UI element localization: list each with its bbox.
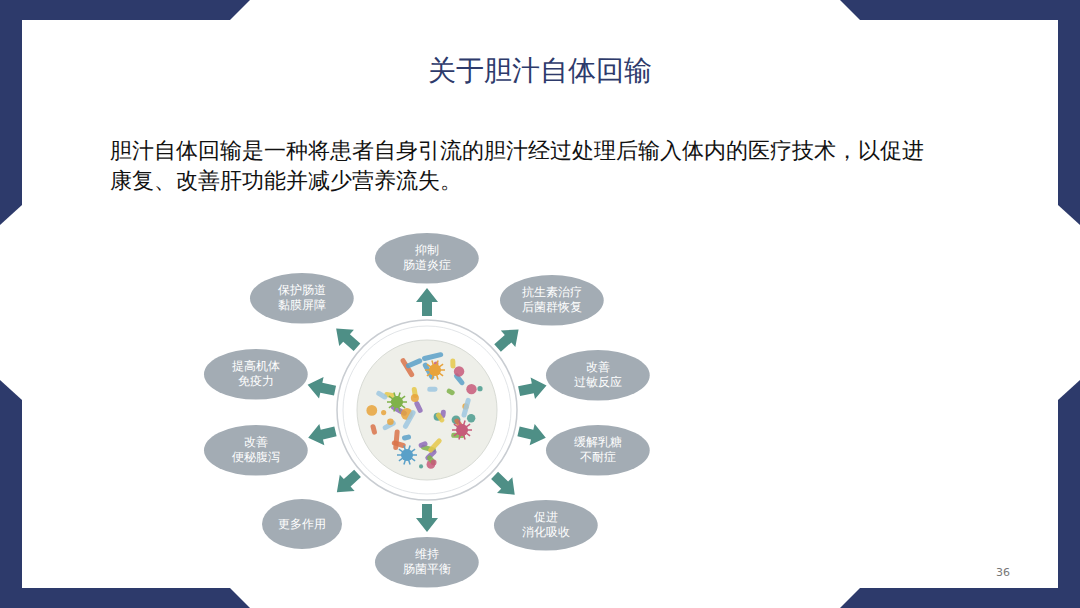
benefit-ellipse: 更多作用 xyxy=(262,499,342,549)
benefit-text: 保护肠道 黏膜屏障 xyxy=(269,283,335,313)
benefit-ellipse: 改善 便秘腹泻 xyxy=(204,425,308,476)
benefit-ellipse: 抑制 肠道炎症 xyxy=(375,233,479,284)
benefit-text: 促进 消化吸收 xyxy=(513,510,579,540)
benefit-ellipse: 维持 肠菌平衡 xyxy=(375,537,479,588)
benefit-ellipse: 缓解乳糖 不耐症 xyxy=(546,425,650,476)
benefit-ellipse: 保护肠道 黏膜屏障 xyxy=(250,273,354,324)
benefit-text: 缓解乳糖 不耐症 xyxy=(565,435,631,465)
benefit-text: 维持 肠菌平衡 xyxy=(394,547,460,577)
intro-paragraph: 胆汁自体回输是一种将患者自身引流的胆汁经过处理后输入体内的医疗技术，以促进康复、… xyxy=(110,136,940,196)
slide-title: 关于胆汁自体回输 xyxy=(0,52,1080,90)
benefit-ellipse: 抗生素治疗 后菌群恢复 xyxy=(500,275,604,326)
benefit-text: 抗生素治疗 后菌群恢复 xyxy=(519,285,585,315)
benefit-text: 改善 便秘腹泻 xyxy=(223,435,289,465)
benefit-text: 更多作用 xyxy=(278,517,326,532)
benefit-ellipse: 促进 消化吸收 xyxy=(494,500,598,551)
benefit-ellipse: 改善 过敏反应 xyxy=(546,350,650,401)
benefit-text: 改善 过敏反应 xyxy=(565,360,631,390)
benefit-text: 抑制 肠道炎症 xyxy=(394,243,460,273)
benefit-text: 提高机体 免疫力 xyxy=(223,359,289,389)
benefit-ellipse: 提高机体 免疫力 xyxy=(204,349,308,400)
page-number: 36 xyxy=(996,566,1010,579)
